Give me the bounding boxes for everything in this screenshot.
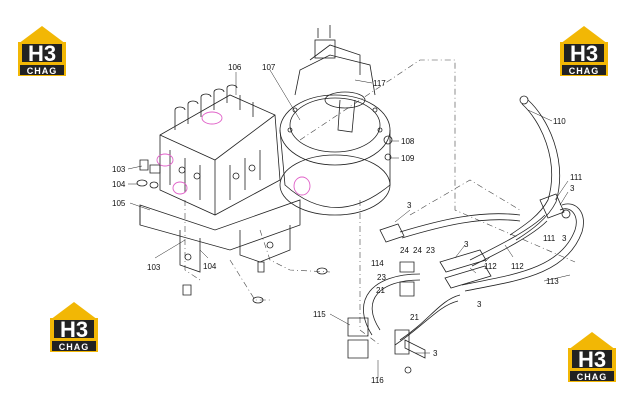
- mounting-bracket: [139, 199, 328, 304]
- callout-3-center-right: 3: [464, 240, 469, 249]
- callout-24-right: 24: [413, 246, 422, 255]
- callout-leaders: [127, 69, 571, 378]
- hydraulic-hoses: [363, 95, 584, 346]
- brand-logo-top-left: H3 CHAG: [18, 26, 66, 76]
- svg-text:CHAG: CHAG: [577, 372, 608, 382]
- callout-117: 117: [373, 79, 386, 88]
- callout-24-left: 24: [400, 246, 409, 255]
- assembly-center-lines: [184, 59, 576, 346]
- callout-112-right: 112: [511, 262, 524, 271]
- svg-text:H3: H3: [28, 41, 56, 66]
- travel-motor-housing: [279, 25, 393, 216]
- callout-3-bottom: 3: [433, 349, 438, 358]
- callout-21-lower: 21: [410, 313, 419, 322]
- callout-104-lower: 104: [203, 262, 217, 271]
- callout-107: 107: [262, 63, 276, 72]
- brand-logo-bottom-right: H3 CHAG: [568, 332, 616, 382]
- callout-116: 116: [371, 376, 384, 385]
- brand-logo-bottom-left: H3 CHAG: [50, 302, 98, 352]
- callout-labels: 106 107 117 108 109 110 103 104 105 103 …: [112, 63, 583, 385]
- svg-text:H3: H3: [570, 41, 598, 66]
- callout-115: 115: [313, 310, 326, 319]
- callout-103-upper: 103: [112, 165, 126, 174]
- callout-103-lower: 103: [147, 263, 161, 272]
- svg-text:CHAG: CHAG: [569, 66, 600, 76]
- callout-23-top: 23: [426, 246, 435, 255]
- callout-3-center: 3: [407, 201, 412, 210]
- callout-105: 105: [112, 199, 126, 208]
- callout-111-right-lower: 111: [543, 234, 556, 243]
- callout-104-upper: 104: [112, 180, 126, 189]
- callout-109: 109: [401, 154, 415, 163]
- svg-text:CHAG: CHAG: [27, 66, 58, 76]
- callout-3-right-lower: 3: [562, 234, 567, 243]
- callout-110: 110: [553, 117, 566, 126]
- callout-3-lower-center: 3: [477, 300, 482, 309]
- callout-111-right: 111: [570, 173, 583, 182]
- callout-21-left: 21: [376, 286, 385, 295]
- callout-113: 113: [546, 277, 559, 286]
- svg-text:H3: H3: [578, 347, 606, 372]
- callout-23-mid: 23: [377, 273, 386, 282]
- svg-text:CHAG: CHAG: [59, 342, 90, 352]
- fittings: [136, 159, 571, 374]
- callout-112-left: 112: [484, 262, 497, 271]
- control-valve-block: [149, 84, 281, 216]
- svg-text:H3: H3: [60, 317, 88, 342]
- brand-logo-top-right: H3 CHAG: [560, 26, 608, 76]
- callout-106: 106: [228, 63, 242, 72]
- callout-108: 108: [401, 137, 415, 146]
- callout-3-right-top: 3: [570, 184, 575, 193]
- callout-114: 114: [371, 259, 384, 268]
